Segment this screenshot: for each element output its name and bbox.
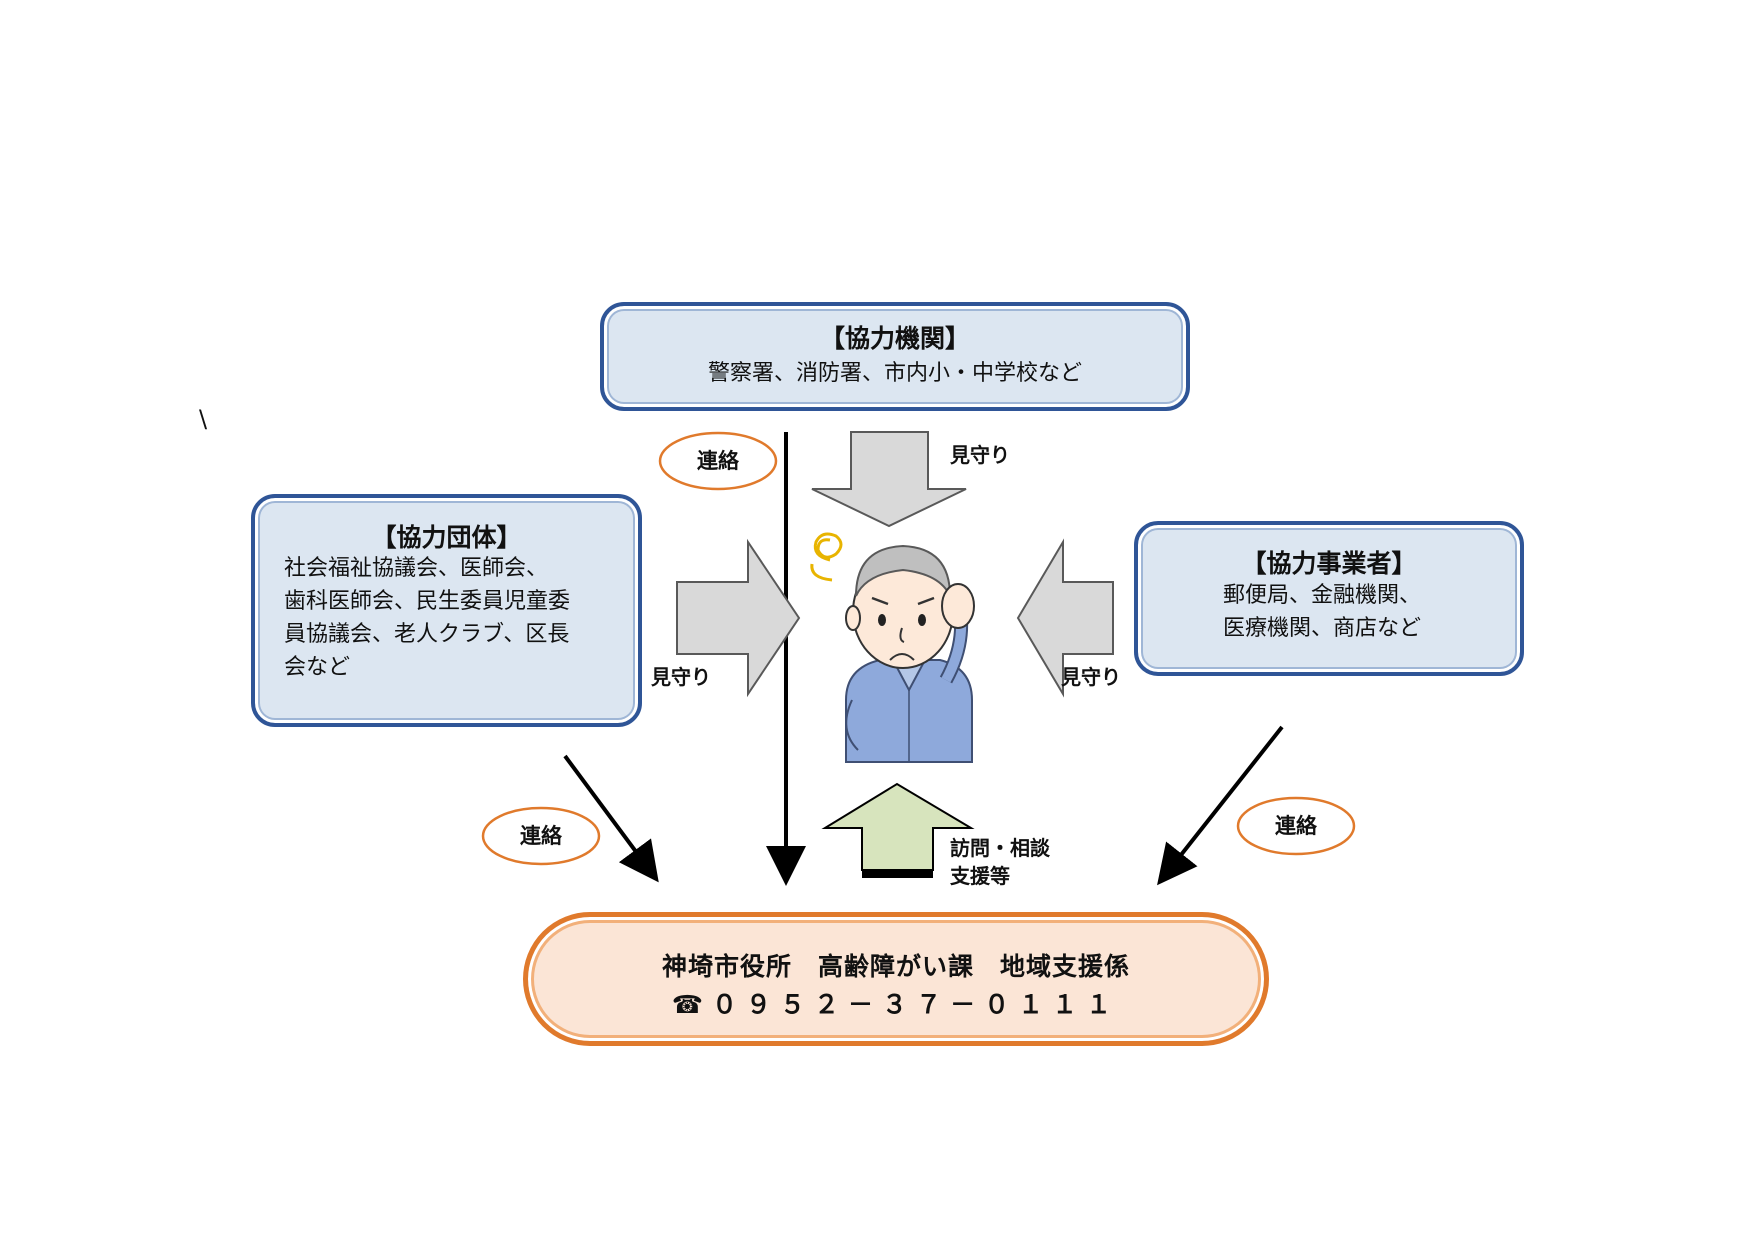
watch-label-right: 見守り — [1061, 665, 1121, 689]
box-line: 員協議会、老人クラブ、区長 — [284, 622, 570, 647]
contact-arrow-left — [563, 754, 659, 883]
watch-label-left: 見守り — [651, 665, 711, 689]
contact-label-right: 連絡 — [1275, 814, 1317, 838]
box-cooperating-agencies: 【協力機関】 警察署、消防署、市内小・中学校など — [600, 302, 1190, 411]
box-cooperating-businesses: 【協力事業者】 郵便局、金融機関、 医療機関、商店など — [1134, 521, 1524, 676]
contact-oval-left — [481, 806, 601, 866]
support-arrow-base — [862, 870, 933, 878]
box-line: 郵便局、金融機関、 — [1223, 583, 1422, 608]
watch-label-top: 見守り — [950, 443, 1010, 467]
box-line: 歯科医師会、民生委員児童委 — [284, 589, 571, 614]
box-title: 【協力事業者】 — [1241, 549, 1417, 578]
box-line: 社会福祉協議会、医師会、 — [284, 556, 549, 581]
watch-arrow-right — [676, 538, 801, 698]
watch-arrow-down — [811, 431, 967, 528]
contact-arrow-right — [1157, 725, 1284, 886]
contact-label-top: 連絡 — [697, 449, 739, 473]
support-label-line: 訪問・相談 — [950, 836, 1050, 860]
support-label-line: 支援等 — [950, 864, 1010, 888]
box-line: 会など — [284, 655, 351, 680]
box-line: 医療機関、商店など — [1223, 616, 1422, 641]
support-arrow-up — [821, 782, 975, 871]
watch-arrow-left — [1016, 538, 1114, 698]
support-label: 訪問・相談 支援等 — [950, 834, 1050, 890]
office-name: 神埼市役所 高齢障がい課 地域支援係 — [661, 952, 1130, 981]
box-title: 【協力団体】 — [371, 523, 522, 552]
worried-elderly-person-icon — [810, 532, 975, 763]
contact-oval-top — [658, 431, 778, 491]
box-line: 警察署、消防署、市内小・中学校など — [707, 361, 1082, 386]
office-phone: ☎０９５２－３７－０１１１ — [671, 990, 1121, 1019]
box-title: 【協力機関】 — [819, 324, 970, 353]
box-cooperating-groups: 【協力団体】 社会福祉協議会、医師会、 歯科医師会、民生委員児童委 員協議会、老… — [251, 494, 642, 727]
contact-oval-right — [1236, 796, 1356, 856]
contact-label-left: 連絡 — [520, 824, 562, 848]
stray-mark: \ — [199, 405, 208, 433]
city-office-box: 神埼市役所 高齢障がい課 地域支援係 ☎０９５２－３７－０１１１ — [523, 912, 1269, 1046]
